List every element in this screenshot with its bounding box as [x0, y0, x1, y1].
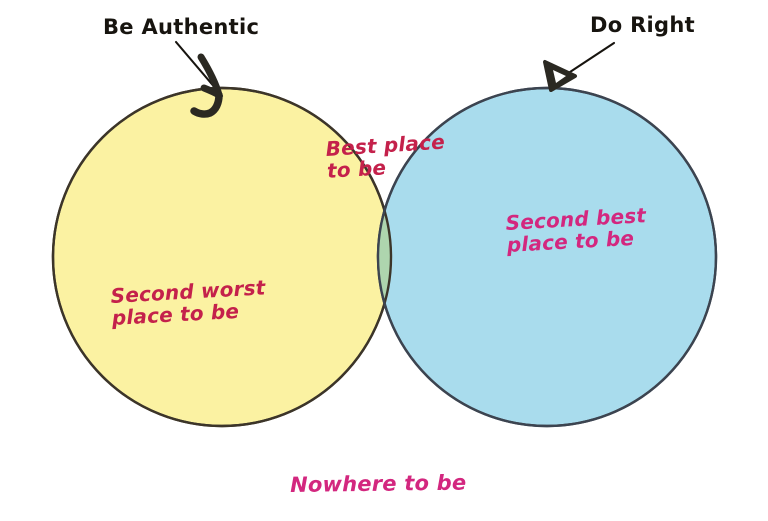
be-authentic-hook-tail-icon — [190, 91, 223, 118]
callout-label-be-authentic: Be Authentic — [103, 15, 260, 39]
do-right-leader-line — [568, 41, 616, 74]
callout-label-do-right: Do Right — [590, 13, 695, 37]
do-right-arrowhead-inner-icon — [553, 70, 566, 83]
intersection-region-label: Best place to be — [324, 129, 446, 184]
outside-region-label: Nowhere to be — [289, 470, 467, 497]
left-circle-outline — [51, 86, 393, 428]
right-circle-region-label: Second best place to be — [504, 203, 647, 258]
right-circle-outline — [376, 86, 718, 428]
